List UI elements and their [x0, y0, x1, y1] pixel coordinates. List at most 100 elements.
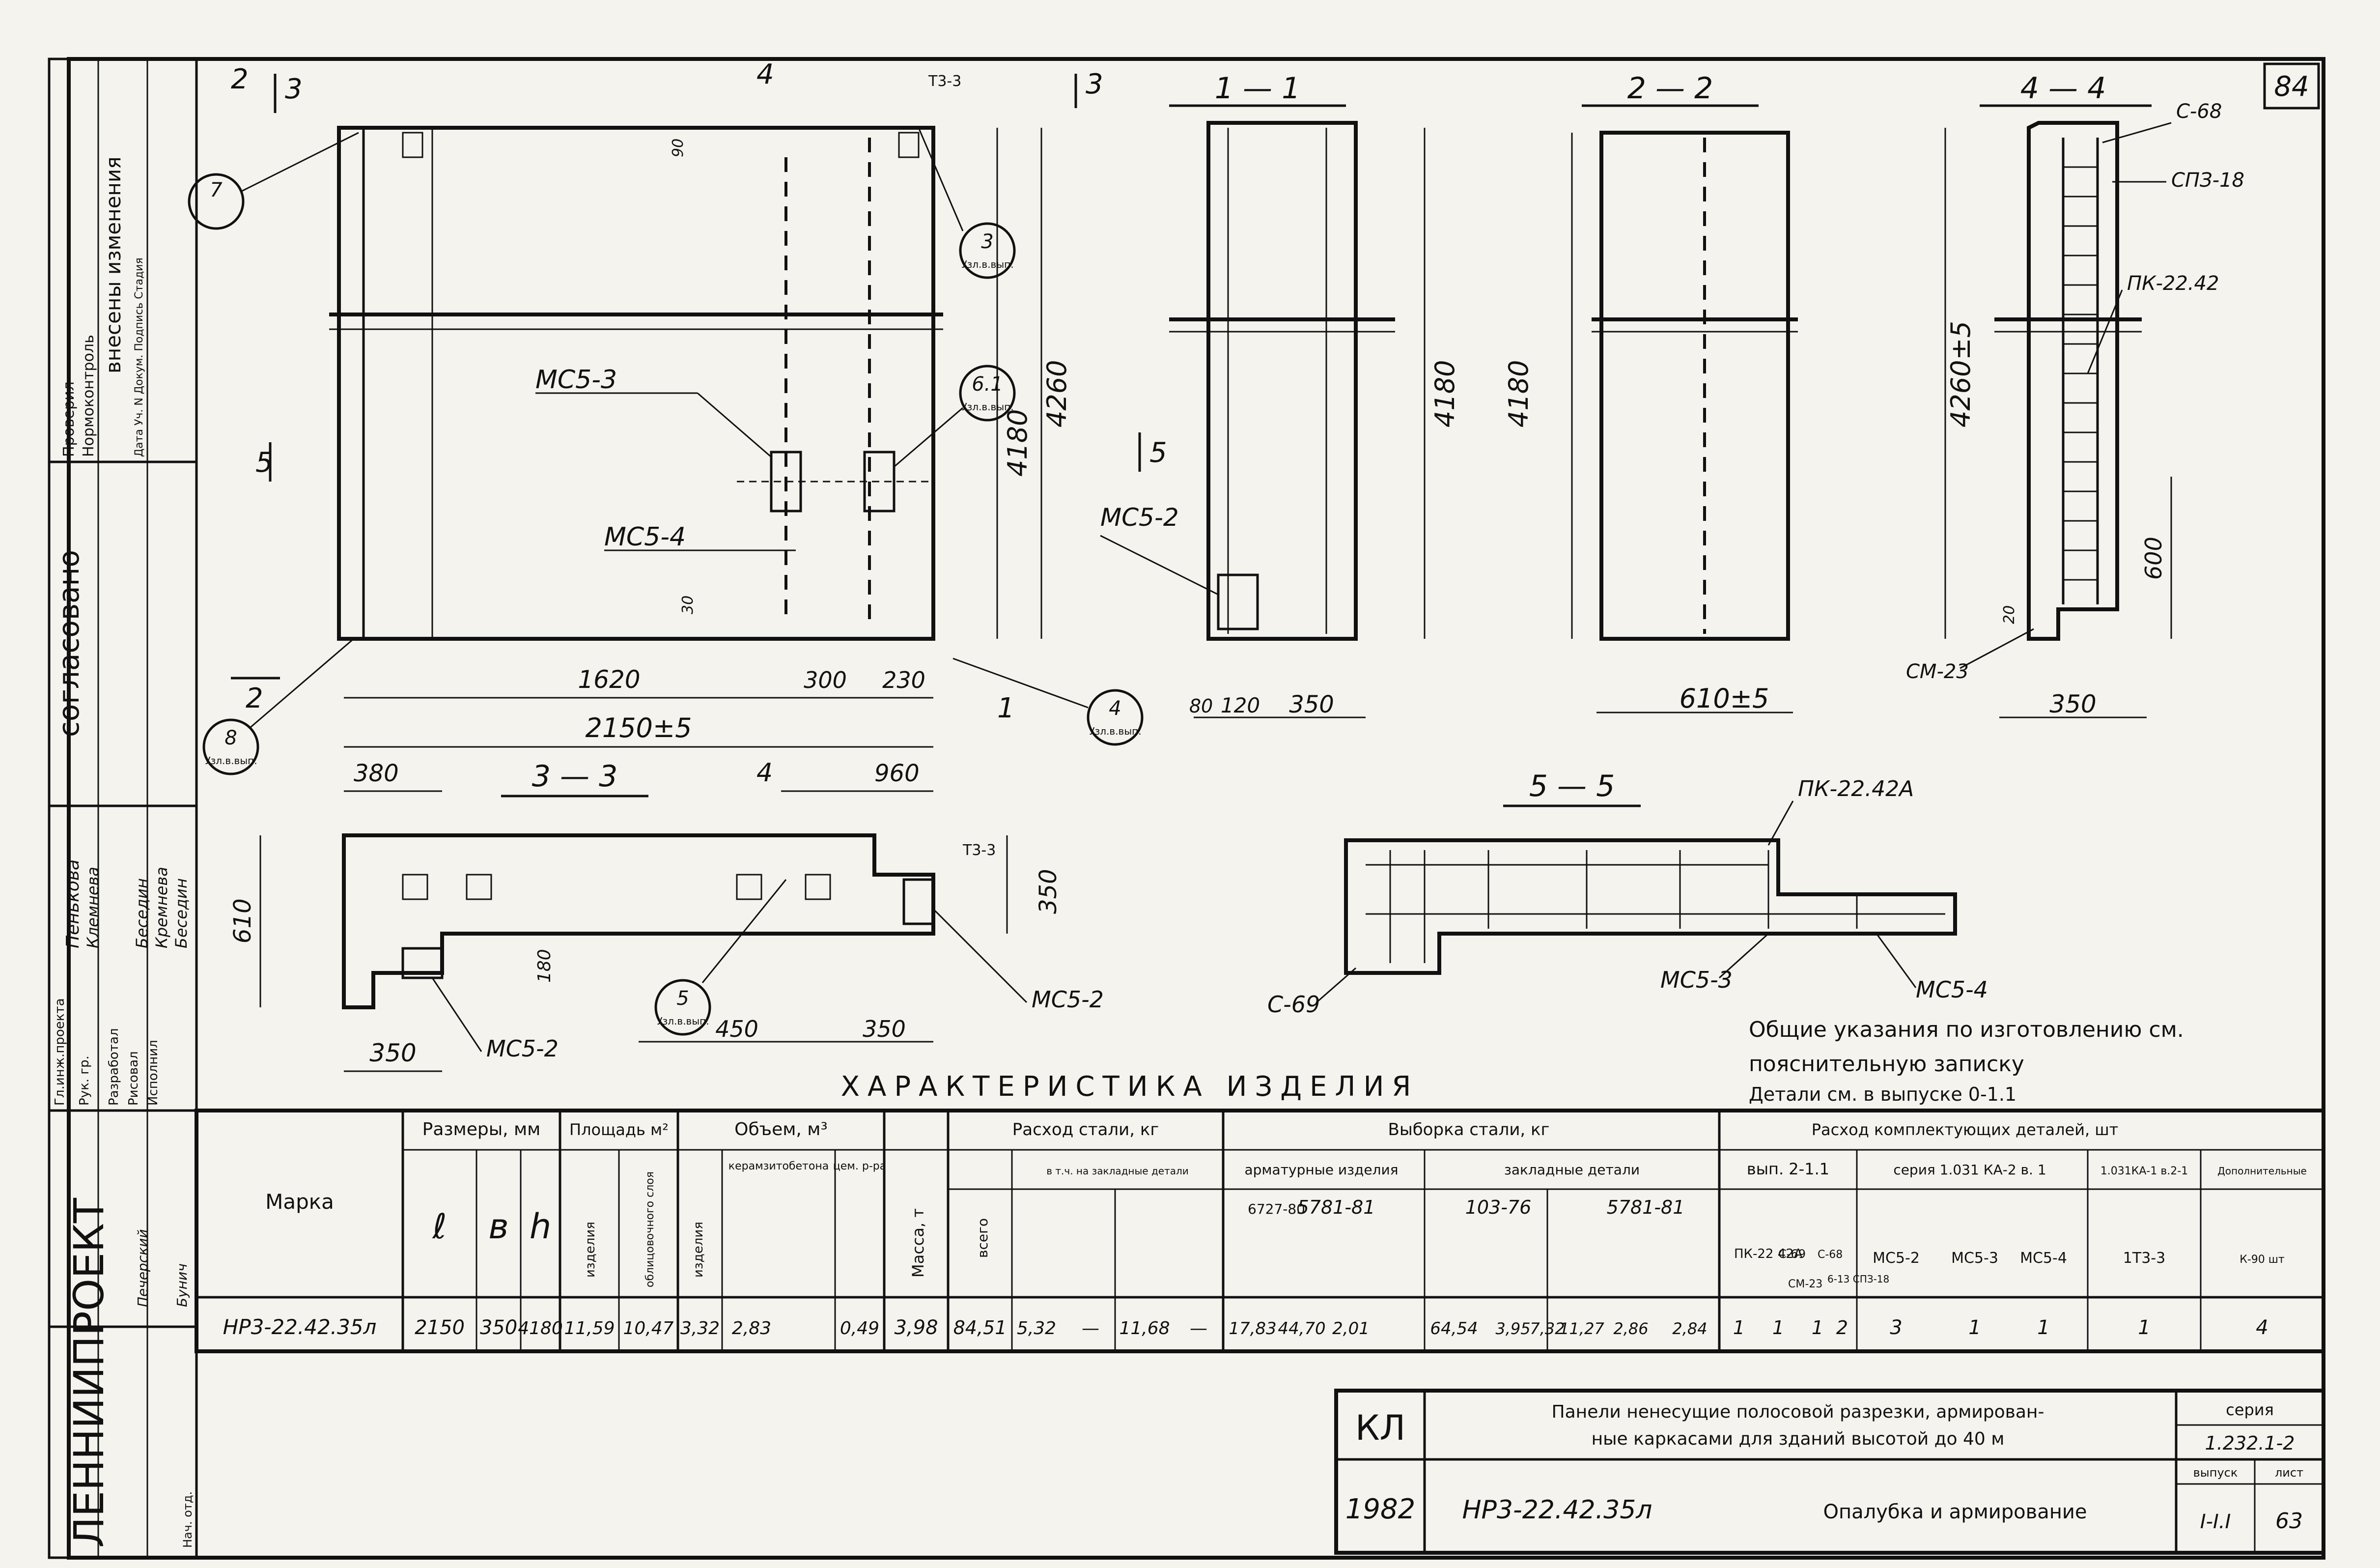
h-sel-arm: арматурные изделия [1244, 1162, 1398, 1178]
row-k6: 1 [1968, 1316, 1981, 1339]
h-mass: Масса, т [909, 1208, 927, 1278]
characteristic-table: ХАРАКТЕРИСТИКА ИЗДЕЛИЯ Марка Размеры, мм… [195, 1071, 2325, 1353]
row-area-b: 10,47 [623, 1318, 673, 1339]
note-line1: Общие указания по изготовлению см. [1749, 1017, 2184, 1042]
note-line3: Детали см. в выпуске 0-1.1 [1749, 1083, 2016, 1105]
row-steel-d: — [1190, 1318, 1207, 1339]
sec11-3: 3 [1086, 68, 1103, 100]
section-5-5: 5 — 5 ПК-22.42А С-69 МС5-3 МС5-4 [1267, 769, 1988, 1018]
front-t33: Т3-3 [928, 73, 961, 90]
circle-3-sub: Узл.в.вып. [961, 258, 1013, 270]
h-sel-emb: закладные детали [1504, 1162, 1640, 1178]
stamp-group-head: Рук. гр. [77, 1055, 92, 1106]
tb-series-value: 1.232.1-2 [2205, 1432, 2295, 1454]
k-opz: 6-13 СПЗ-18 [1827, 1273, 1889, 1285]
tb-list-value: 63 [2275, 1509, 2303, 1534]
row-b: 350 [480, 1316, 517, 1339]
h-area: Площадь м² [569, 1120, 669, 1139]
h-steel-total: всего [975, 1218, 991, 1258]
row-k4: 2 [1836, 1317, 1848, 1339]
dim-120: 120 [1221, 693, 1260, 717]
dim-4260: 4260 [1041, 360, 1072, 428]
left-stamp-strip [48, 57, 198, 1559]
tb-title2: ные каркасами для зданий высотой до 40 м [1592, 1429, 2005, 1449]
dim-1620: 1620 [578, 665, 640, 694]
k-c68: С-68 [1818, 1249, 1843, 1261]
k-c69: С-69 [1778, 1247, 1806, 1261]
callout-mcb4b: МС5-4 [1916, 976, 1988, 1003]
callout-opz18: СПЗ-18 [2171, 169, 2244, 192]
circle-4: 4 [1109, 697, 1121, 720]
h-steel: Расход стали, кг [1012, 1120, 1159, 1140]
callout-c69: С-69 [1267, 991, 1320, 1018]
tb-list-label: лист [2275, 1466, 2303, 1480]
sec22-title: 2 — 2 [1627, 71, 1713, 106]
sec11-5: 5 [1149, 437, 1167, 469]
row-k9: 4 [2256, 1316, 2268, 1339]
row-s8: 2,84 [1672, 1319, 1707, 1338]
row-steel-a: 5,32 [1017, 1318, 1056, 1339]
stamp-chief-eng: Гл.инж.проекта [53, 998, 67, 1106]
h-kit-103: 1.031КА-1 в.2-1 [2100, 1165, 2188, 1177]
stamp-name3: Беседин [133, 878, 151, 948]
k-pk: ПК-22 42А [1734, 1247, 1803, 1261]
h-vol: Объем, м³ [734, 1119, 828, 1140]
callout-cm23: СМ-23 [1906, 660, 1969, 683]
section-2-2: 2 — 2 4180 610±5 [1503, 71, 1798, 714]
row-steel-c: 11,68 [1119, 1318, 1170, 1339]
row-vol-b: 2,83 [732, 1318, 771, 1339]
callout-mcb2c: МС5-2 [1032, 986, 1104, 1013]
stamp-head-dept: Нач. отд. [181, 1491, 195, 1548]
front-sec-4: 4 [756, 58, 774, 90]
dim-300: 300 [804, 667, 847, 693]
tb-issue-label: выпуск [2193, 1466, 2238, 1480]
note-line2: пояснительную записку [1749, 1052, 2024, 1077]
h-kit-series: серия 1.031 КА-2 в. 1 [1893, 1162, 2046, 1178]
dim-610b: 610 [229, 898, 256, 943]
h-vol-c: цем. р-ра [833, 1160, 886, 1172]
callout-mcb2b: МС5-2 [486, 1035, 559, 1062]
stamp-name2: Клемнева [84, 867, 102, 948]
row-mass: 3,98 [894, 1316, 938, 1339]
stamp-name5: Беседин [172, 878, 191, 948]
stamp-executed: Исполнил [146, 1040, 161, 1106]
dim-4180b: 4180 [1429, 360, 1460, 428]
sec11-title: 1 — 1 [1215, 71, 1301, 106]
circle-8-sub: Узл.в.вып. [204, 755, 257, 767]
h-kit-extra: Дополнительные [2217, 1165, 2307, 1177]
dim-350b: 350 [2049, 690, 2096, 718]
circle-4-sub: Узл.в.вып. [1089, 725, 1141, 737]
tb-series-label: серия [2226, 1400, 2274, 1419]
dim-350d: 350 [369, 1039, 416, 1067]
row-k7: 1 [2037, 1316, 2049, 1339]
dim-350c: 350 [1035, 869, 1062, 914]
row-k5: 3 [1890, 1316, 1902, 1339]
stamp-name7: Бунич [174, 1263, 190, 1307]
h-b: в [488, 1206, 508, 1247]
dim-30: 30 [679, 596, 697, 614]
stamp-company: ЛЕННИИПРОЕКТ [65, 1197, 113, 1548]
row-k3: 1 [1812, 1317, 1823, 1339]
stamp-name6: Печерский [135, 1229, 151, 1307]
dim-450: 450 [715, 1016, 758, 1042]
row-s3: 2,01 [1332, 1319, 1370, 1339]
stamp-name4: Кремнева [152, 867, 171, 948]
circle-61-sub: Узл.в.вып. [961, 401, 1013, 413]
stamp-norm: Нормоконтроль [80, 335, 97, 457]
k-mc3: МС5-3 [1951, 1250, 1998, 1267]
row-k8: 1 [2138, 1316, 2150, 1339]
outer-frame [67, 57, 2325, 1560]
row-steel-total: 84,51 [953, 1317, 1007, 1339]
h-area-b: облицовочного слоя [644, 1171, 656, 1287]
row-vol-a: 3,32 [680, 1318, 720, 1339]
h-size: Размеры, мм [422, 1119, 541, 1140]
callout-mcb4: МС5-4 [604, 522, 686, 552]
row-s7: 2,86 [1613, 1319, 1648, 1338]
section-4-4: 4 — 4 4260±5 600 20 С-68 [1906, 71, 2244, 718]
stamp-agreed: согласовано [52, 550, 85, 737]
row-s4: 3,95 [1495, 1319, 1530, 1338]
section-1-1: 1 — 1 4180 МС5-2 5 3 80 120 350 [1074, 68, 1460, 718]
row-s1: 17,83 [1229, 1319, 1276, 1339]
callout-pk2242: ПК-22.42 [2127, 272, 2219, 295]
